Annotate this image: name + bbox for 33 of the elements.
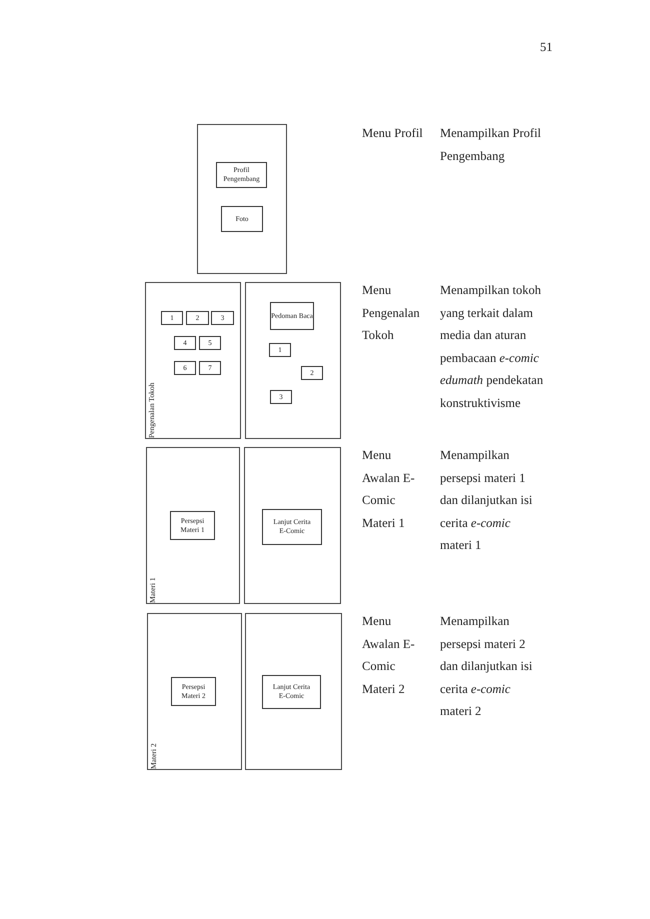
menu-box <box>269 343 291 357</box>
table-cell-menu: Menu Pengenalan Tokoh <box>362 279 428 346</box>
screen-frame <box>147 613 242 770</box>
screen-frame <box>245 282 341 439</box>
menu-box <box>270 390 292 404</box>
menu-box <box>211 311 234 325</box>
menu-box <box>199 361 221 375</box>
table-cell-description: Menampilkan Profil Pengembang <box>440 125 542 165</box>
table-cell-menu: Menu Profil <box>362 122 438 144</box>
menu-box <box>270 302 314 330</box>
menu-box <box>186 311 209 325</box>
table-cell-menu: Menu Awalan E-Comic Materi 1 <box>362 444 424 534</box>
menu-box <box>161 311 183 325</box>
menu-box <box>171 677 216 706</box>
menu-box <box>301 366 323 380</box>
menu-box <box>221 206 263 232</box>
table-cell-menu: Menu Awalan E-Comic Materi 2 <box>362 610 424 700</box>
menu-box <box>216 162 267 188</box>
menu-box <box>199 336 221 350</box>
table-cell-description: Menampilkan persepsi materi 2 dan dilanjutkan isi cerita e-comic materi 2 <box>440 613 534 720</box>
page-number: 51 <box>540 39 554 56</box>
screen-frame <box>146 447 240 604</box>
screen-frame <box>145 282 241 439</box>
screen-frame <box>244 447 341 604</box>
screen-frame <box>245 613 342 770</box>
table-cell-description: Menampilkan tokoh yang terkait dalam media dan aturan pembacaan e-comic edumath pendekatan konstruktivisme <box>440 282 544 412</box>
menu-box <box>262 509 322 545</box>
screen-frame <box>197 124 287 274</box>
menu-box <box>262 675 321 709</box>
menu-box <box>174 336 196 350</box>
table-cell-description: Menampilkan persepsi materi 1 dan dilanjutkan isi cerita e-comic materi 1 <box>440 447 534 554</box>
menu-box <box>174 361 196 375</box>
menu-box <box>170 511 215 540</box>
